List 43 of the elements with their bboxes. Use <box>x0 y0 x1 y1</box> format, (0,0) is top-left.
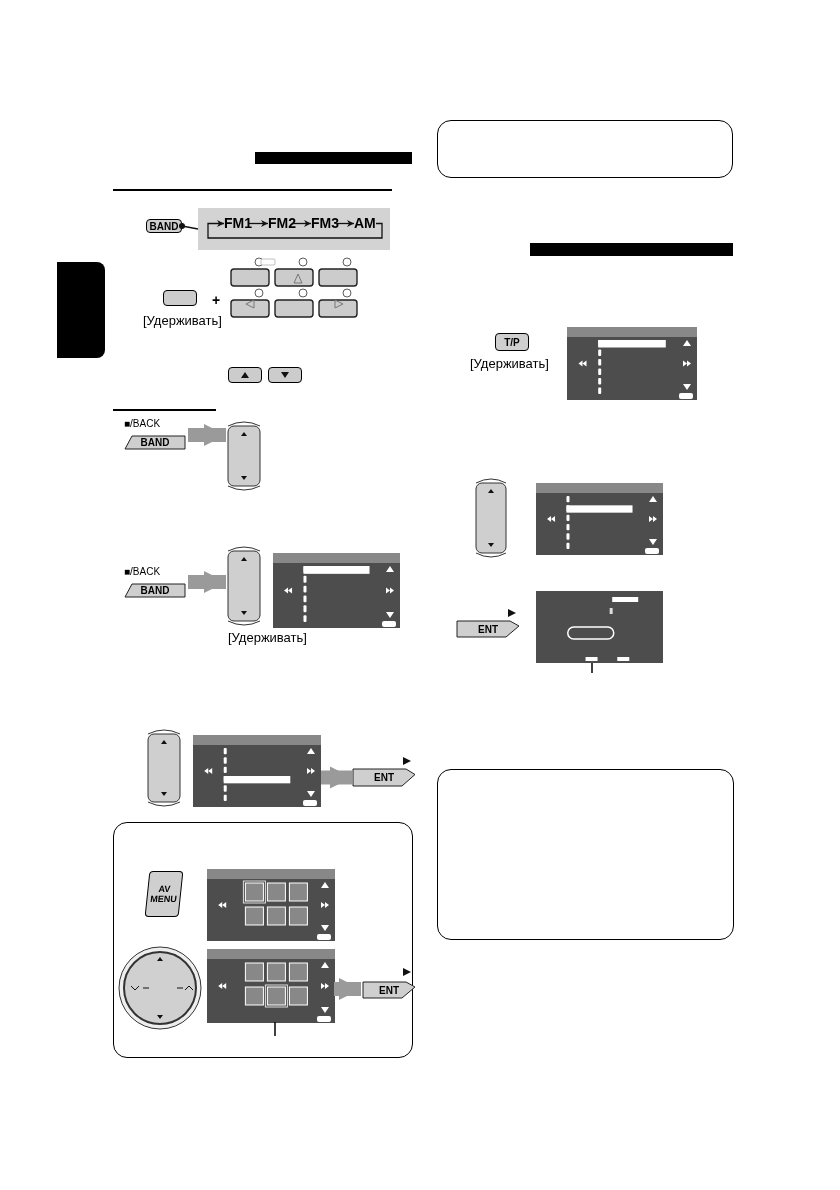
enter-button: ENT <box>352 768 416 787</box>
control-pad-drawing <box>117 945 203 1031</box>
button-label: ■/BACK <box>124 566 161 578</box>
band-button: BAND <box>124 583 186 598</box>
hold-note: [Удерживать] <box>228 629 307 647</box>
dial-drawing <box>474 477 508 559</box>
arrow <box>207 220 383 239</box>
step-arrow <box>321 766 352 789</box>
connector-line <box>179 223 199 230</box>
step-arrow <box>334 978 361 1000</box>
dial-drawing <box>146 728 182 808</box>
menu-button: AV MENU <box>144 871 184 917</box>
display-screen <box>536 483 663 555</box>
note-frame <box>437 120 733 178</box>
leader-line <box>274 1021 276 1037</box>
hold-note: [Удерживать] <box>470 355 549 373</box>
display-screen <box>193 735 321 807</box>
note-frame <box>437 769 734 940</box>
band-panel <box>198 208 390 250</box>
dial-drawing <box>226 545 262 627</box>
step-arrow <box>188 571 226 593</box>
leader-line <box>591 662 593 674</box>
arrow <box>292 220 312 227</box>
display-screen <box>207 869 335 941</box>
enter-button: ENT <box>362 981 416 999</box>
dial-drawing <box>226 420 262 492</box>
plus-sign: + <box>212 291 221 310</box>
arrow <box>335 220 355 227</box>
button-label: ■/BACK <box>124 418 161 430</box>
step-arrow <box>188 424 226 446</box>
enter-button: ENT <box>456 620 520 638</box>
band-button: BAND <box>146 219 182 233</box>
display-screen <box>567 327 697 400</box>
section-tab <box>57 262 105 358</box>
display-screen <box>207 949 335 1023</box>
display-screen <box>536 591 663 663</box>
band-button: BAND <box>124 435 186 450</box>
arrow <box>248 220 269 227</box>
tp-button: T/P <box>495 333 529 351</box>
hold-note: [Удерживать] <box>143 312 222 330</box>
display-screen <box>273 553 400 628</box>
band-label: AM <box>354 214 376 233</box>
note-frame <box>113 822 413 1058</box>
